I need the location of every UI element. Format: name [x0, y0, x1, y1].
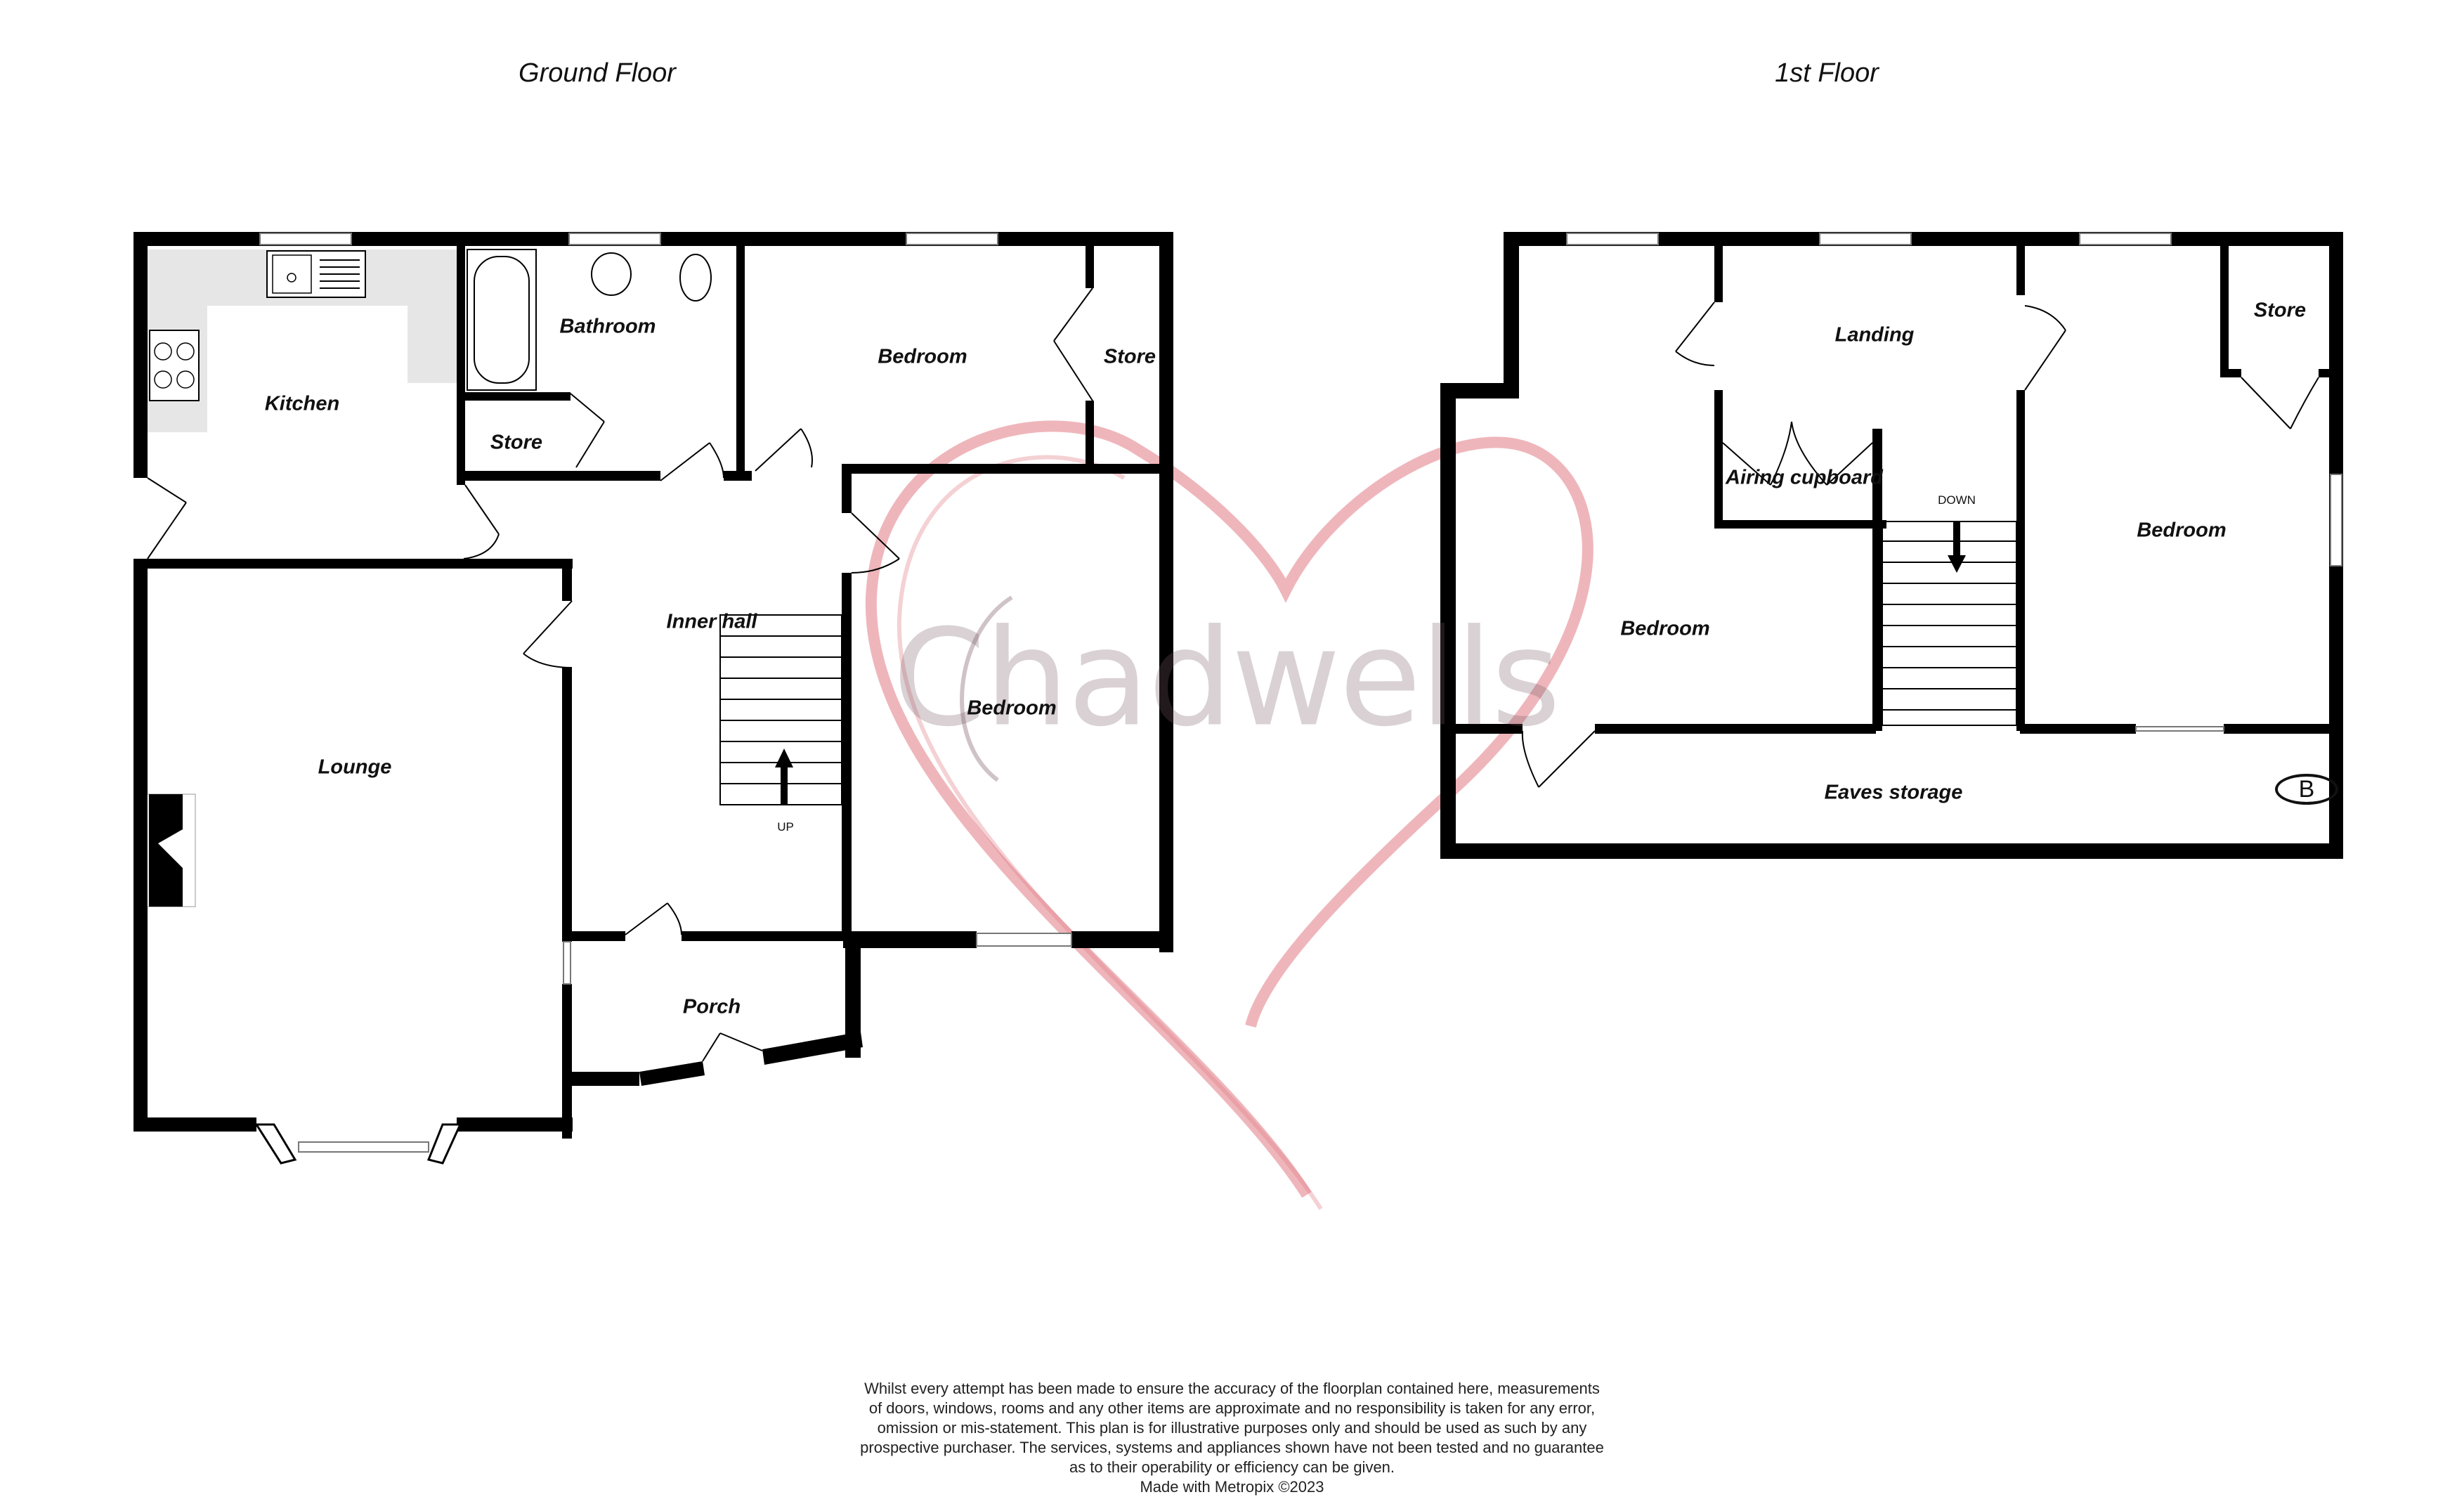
stairs-down-label: DOWN	[1938, 493, 1976, 507]
room-bedroom-front: Bedroom	[878, 345, 967, 368]
ground-floor-title: Ground Floor	[519, 58, 676, 88]
room-landing: Landing	[1834, 323, 1915, 346]
stairs-up-label: UP	[777, 820, 794, 834]
room-eaves-storage: Eaves storage	[1824, 781, 1963, 804]
boiler-icon: B	[2275, 774, 2338, 805]
room-kitchen: Kitchen	[264, 392, 340, 415]
room-airing-cupboard: Airing cupboard	[1726, 466, 1883, 489]
disclaimer-line: as to their operability or efficiency ca…	[1069, 1458, 1395, 1476]
first-floor-plan	[1440, 232, 2343, 859]
room-inner-hall: Inner hall	[666, 610, 757, 633]
watermark-heart-icon	[865, 420, 1593, 1210]
room-bedroom-right: Bedroom	[2137, 519, 2227, 542]
credit-line: Made with Metropix ©2023	[1140, 1478, 1324, 1496]
room-bedroom-rear: Bedroom	[967, 696, 1057, 720]
disclaimer-line: prospective purchaser. The services, sys…	[860, 1439, 1604, 1456]
disclaimer-line: of doors, windows, rooms and any other i…	[868, 1399, 1596, 1417]
room-bathroom: Bathroom	[559, 315, 656, 338]
disclaimer-line: omission or mis-statement. This plan is …	[877, 1419, 1587, 1437]
first-floor-title: 1st Floor	[1775, 58, 1879, 88]
watermark-text: Chadwells	[892, 600, 1561, 756]
room-bedroom-left: Bedroom	[1620, 617, 1710, 640]
room-lounge: Lounge	[318, 756, 392, 779]
disclaimer: Whilst every attempt has been made to en…	[797, 1379, 1668, 1497]
ground-floor-plan	[133, 232, 1173, 1165]
disclaimer-line: Whilst every attempt has been made to en…	[864, 1380, 1600, 1397]
room-bathroom-store: Store	[490, 431, 543, 454]
room-bedroom-store: Store	[1103, 345, 1156, 368]
room-store: Store	[2253, 299, 2307, 322]
room-porch: Porch	[682, 995, 741, 1018]
